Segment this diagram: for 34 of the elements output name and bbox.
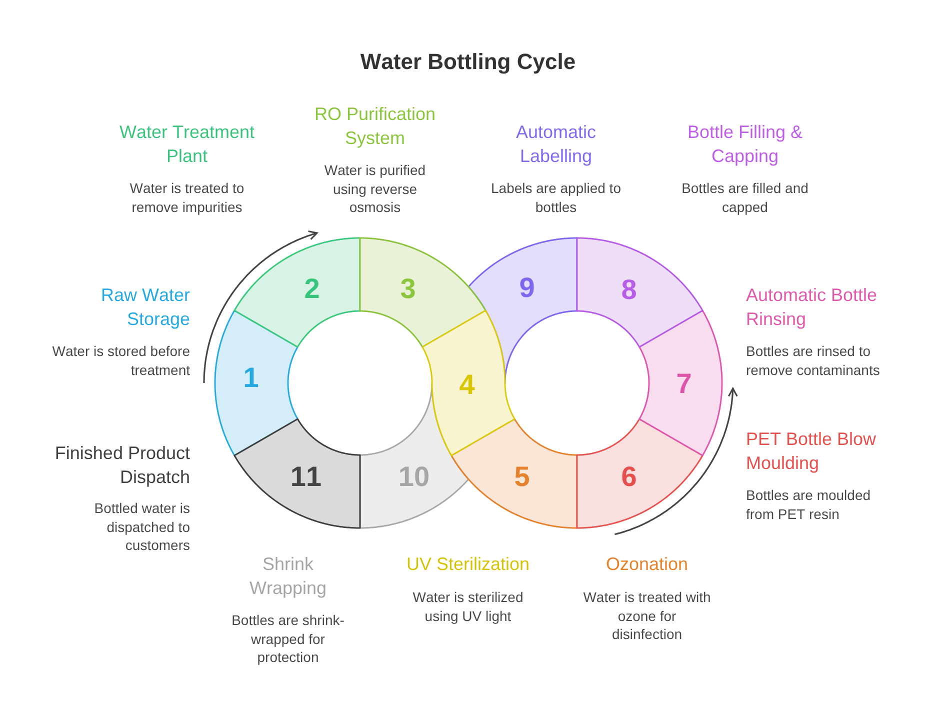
- step-description: Bottles are rinsed to remove contaminants: [746, 342, 881, 379]
- step-number: 7: [676, 369, 692, 399]
- step-title: Water Treatment Plant: [118, 121, 256, 168]
- step-description: Bottles are moulded from PET resin: [746, 486, 872, 523]
- step-description: Water is stored before treatment: [51, 342, 190, 379]
- step-description: Bottled water is dispatched to customers: [93, 499, 190, 554]
- step-number: 1: [243, 363, 259, 393]
- step-title: Shrink Wrapping: [248, 553, 328, 600]
- step-number: 8: [621, 275, 637, 305]
- step-number: 3: [400, 274, 416, 304]
- diagram-title: Water Bottling Cycle: [360, 48, 576, 76]
- step-description: Water is sterilized using UV light: [412, 588, 524, 625]
- step-title: RO Purification System: [314, 103, 436, 150]
- step-description: Water is purified using reverse osmosis: [324, 161, 426, 216]
- step-description: Bottles are shrink-wrapped for protection: [231, 611, 345, 666]
- step-title: PET Bottle Blow Moulding: [746, 428, 878, 475]
- step-title: UV Sterilization: [406, 553, 530, 576]
- step-description: Bottles are filled and capped: [681, 179, 809, 216]
- step-title: Automatic Labelling: [515, 121, 597, 168]
- step-description: Water is treated to remove impurities: [129, 179, 245, 216]
- step-title: Automatic Bottle Rinsing: [746, 284, 878, 331]
- step-title: Raw Water Storage: [100, 284, 190, 331]
- step-number: 9: [519, 273, 535, 303]
- step-number: 4: [459, 370, 475, 400]
- step-number: 6: [621, 462, 637, 492]
- step-title: Ozonation: [605, 553, 689, 576]
- step-number: 5: [514, 462, 530, 492]
- step-title: Bottle Filling & Capping: [686, 121, 804, 168]
- step-description: Water is treated with ozone for disinfection: [582, 588, 712, 644]
- step-title: Finished Product Dispatch: [54, 442, 190, 489]
- step-number: 10: [398, 462, 430, 492]
- step-description: Labels are applied to bottles: [490, 179, 622, 216]
- step-number: 11: [290, 462, 322, 492]
- step-number: 2: [304, 274, 320, 304]
